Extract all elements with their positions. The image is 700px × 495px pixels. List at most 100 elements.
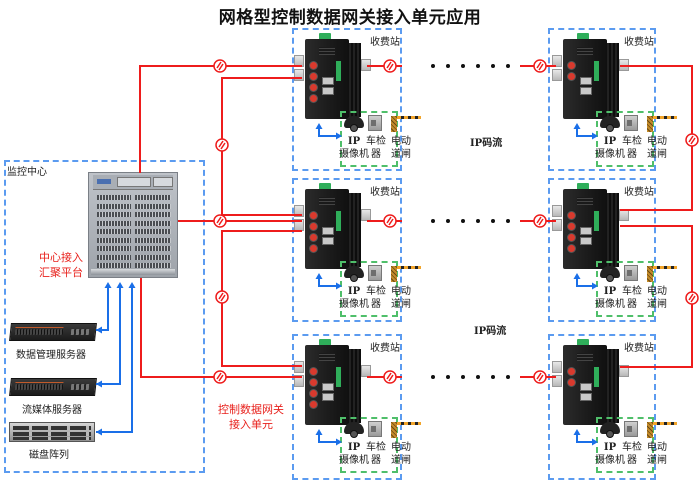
- diagram-title: 网格型控制数据网关接入单元应用: [218, 8, 482, 28]
- fiber-port: [309, 83, 318, 92]
- gateway-device: [305, 339, 361, 427]
- status-leds: [319, 353, 335, 361]
- monitoring-center-label: 监控中心: [7, 167, 47, 178]
- fiber-link-top-mid: [221, 77, 302, 216]
- camera-label-line2: 摄像机: [339, 455, 369, 466]
- data-management-server-label: 数据管理服务器: [16, 350, 86, 361]
- terminal-block: [319, 339, 331, 347]
- camera-label-line1: IP: [603, 442, 617, 453]
- toll-station-box-left-bottom: [292, 334, 402, 480]
- detector-label-line2: 器: [627, 455, 637, 466]
- gateway-unit-label: 控制数据网关 接入单元: [208, 402, 294, 432]
- line-card-slot: [97, 220, 131, 226]
- fiber-port: [567, 233, 576, 242]
- fiber-port: [567, 222, 576, 231]
- disk-row: [13, 437, 91, 440]
- toll-station-label: 收费站: [624, 343, 654, 354]
- detector-label-line2: 器: [627, 149, 637, 160]
- arrow-up-icon: [315, 123, 323, 129]
- end-device-group: [340, 417, 398, 473]
- ip-stream-label-2: IP码流: [474, 326, 507, 337]
- end-device-group: [596, 111, 654, 167]
- gpio-terminal: [594, 367, 599, 387]
- ethernet-link-end-devices: [576, 435, 596, 443]
- arrow-right-icon: [592, 282, 598, 290]
- terminal-block: [319, 33, 331, 41]
- detector-label-line1: 车检: [622, 136, 642, 147]
- gate-arm: [653, 266, 677, 269]
- din-rail-left: [294, 69, 304, 81]
- gate-arm: [397, 422, 421, 425]
- toll-station-box-right-bottom: [548, 334, 656, 480]
- barrier-label-line1: 电动: [391, 442, 411, 453]
- continuation-dot: [431, 64, 435, 68]
- vehicle-detector-icon: [624, 265, 638, 281]
- end-device-group: [596, 417, 654, 473]
- toll-station-label: 收费站: [370, 187, 400, 198]
- continuation-dot: [491, 219, 495, 223]
- detector-label-line2: 器: [371, 149, 381, 160]
- camera-lens: [606, 430, 614, 438]
- chassis-logo: [97, 179, 111, 184]
- din-rail-right: [361, 365, 371, 377]
- fiber-port: [309, 94, 318, 103]
- detector-label: 车检器: [620, 285, 644, 311]
- line-card-slot: [97, 229, 131, 234]
- ethernet-port: [580, 383, 592, 391]
- detector-label: 车检器: [364, 285, 388, 311]
- ip-stream-label-1: IP码流: [470, 138, 503, 149]
- camera-label-line1: IP: [347, 136, 361, 147]
- gate-post: [391, 422, 397, 438]
- barrier-label: 电动道闸: [389, 135, 413, 161]
- heatsink: [607, 43, 619, 117]
- terminal-block: [577, 183, 589, 191]
- barrier-label-line2: 道闸: [391, 299, 411, 310]
- ip-camera-icon: [344, 422, 364, 438]
- detector-label: 车检器: [364, 135, 388, 161]
- fiber-link-icon: [383, 370, 397, 384]
- fiber-port: [567, 61, 576, 70]
- ethernet-port: [322, 393, 334, 401]
- ethernet-link-end-devices: [318, 279, 340, 287]
- gate-post: [647, 116, 653, 132]
- gate-arm: [653, 422, 677, 425]
- barrier-label: 电动道闸: [389, 285, 413, 311]
- fiber-port: [309, 378, 318, 387]
- disk-array-label: 磁盘阵列: [29, 450, 69, 461]
- terminal-block: [319, 183, 331, 191]
- continuation-dot: [431, 375, 435, 379]
- toll-station-box-left-top: [292, 28, 402, 171]
- ethernet-port: [580, 227, 592, 235]
- continuation-dot: [446, 219, 450, 223]
- ethernet-port: [580, 77, 592, 85]
- toll-station-label: 收费站: [624, 187, 654, 198]
- arrow-right-icon: [336, 282, 342, 290]
- camera-dome: [344, 266, 364, 278]
- arrow-right-icon: [336, 132, 342, 140]
- end-device-group: [340, 261, 398, 317]
- chassis-base: [91, 269, 175, 275]
- din-rail-left: [552, 375, 562, 387]
- fiber-link-icon: [533, 370, 547, 384]
- toll-station-label: 收费站: [370, 37, 400, 48]
- camera-dome: [600, 266, 620, 278]
- barrier-gate-icon: [647, 264, 677, 282]
- ethernet-port: [322, 383, 334, 391]
- line-card-slot: [97, 195, 131, 200]
- fiber-port: [309, 211, 318, 220]
- fiber-link-icon: [685, 291, 699, 305]
- vehicle-detector-icon: [624, 421, 638, 437]
- din-rail-left: [552, 219, 562, 231]
- gate-post: [391, 266, 397, 282]
- fiber-link-icon: [213, 370, 227, 384]
- disk-row: [13, 426, 91, 430]
- fiber-port: [309, 400, 318, 409]
- line-card-slot: [135, 254, 171, 260]
- din-rail-right: [619, 365, 629, 377]
- continuation-dot: [461, 375, 465, 379]
- ip-camera-icon: [600, 422, 620, 438]
- barrier-label-line1: 电动: [391, 136, 411, 147]
